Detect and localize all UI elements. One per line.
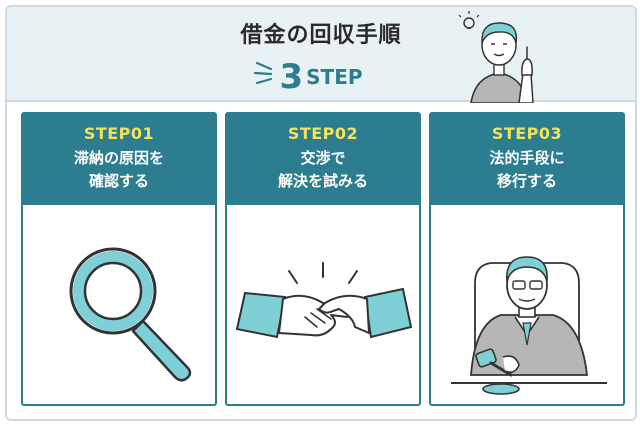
sparkle-icon <box>253 61 273 85</box>
step-card-header: STEP01 滞納の原因を 確認する <box>23 114 215 205</box>
step-title-line-1: 交渉で <box>300 149 346 167</box>
step-count: 3 <box>279 57 304 97</box>
step-title: 法的手段に 移行する <box>431 147 623 193</box>
lightbulb-icon <box>458 11 480 29</box>
step-card-header: STEP02 交渉で 解決を試みる <box>227 114 419 205</box>
page-title: 借金の回収手順 <box>240 23 402 48</box>
magnifier-icon <box>69 247 192 382</box>
step-title-line-2: 解決を試みる <box>277 172 368 190</box>
step-label: STEP02 <box>287 124 359 143</box>
thinking-person-illustration <box>458 11 534 103</box>
step-word: STEP <box>306 65 363 89</box>
step-title: 滞納の原因を 確認する <box>23 147 215 193</box>
step-title-line-1: 法的手段に <box>489 149 565 167</box>
step-title: 交渉で 解決を試みる <box>227 147 419 193</box>
handshake-icon <box>235 262 413 339</box>
step-label: STEP01 <box>83 124 155 143</box>
step-title-line-2: 確認する <box>88 172 149 190</box>
step-label: STEP03 <box>491 124 563 143</box>
step-title-line-1: 滞納の原因を <box>73 149 164 167</box>
step-title-line-2: 移行する <box>496 172 557 190</box>
step-card-3: STEP03 法的手段に 移行する <box>429 112 625 406</box>
step-card-2: STEP02 交渉で 解決を試みる <box>225 112 421 406</box>
step-card-1: STEP01 滞納の原因を 確認する <box>21 112 217 406</box>
step-card-header: STEP03 法的手段に 移行する <box>431 114 623 205</box>
judge-gavel-icon <box>451 256 607 395</box>
